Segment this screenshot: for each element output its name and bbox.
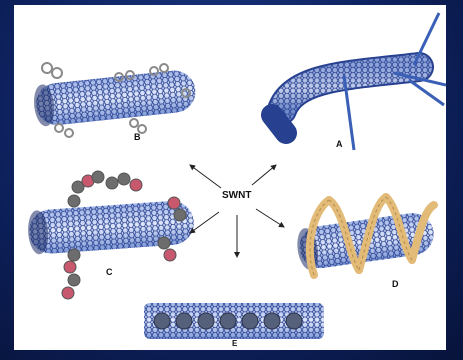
diagram-panel: SWNT A B C D E xyxy=(14,5,446,350)
center-label: SWNT xyxy=(222,190,251,201)
arrow-to-c xyxy=(190,212,219,233)
label-a: A xyxy=(336,139,343,149)
arrow-to-b xyxy=(190,165,221,188)
panel-d-tube xyxy=(295,197,437,275)
arrow-to-a xyxy=(252,165,276,185)
arrows xyxy=(190,165,284,257)
label-b: B xyxy=(134,132,141,142)
label-e: E xyxy=(232,339,237,348)
arrow-to-d xyxy=(256,209,284,227)
panel-b-tube xyxy=(32,63,198,137)
panel-c-tube xyxy=(27,171,196,299)
label-d: D xyxy=(392,279,399,289)
swnt-diagram xyxy=(14,5,446,350)
panel-a-tube xyxy=(272,13,446,150)
panel-e-tube xyxy=(144,303,324,339)
label-c: C xyxy=(106,267,113,277)
